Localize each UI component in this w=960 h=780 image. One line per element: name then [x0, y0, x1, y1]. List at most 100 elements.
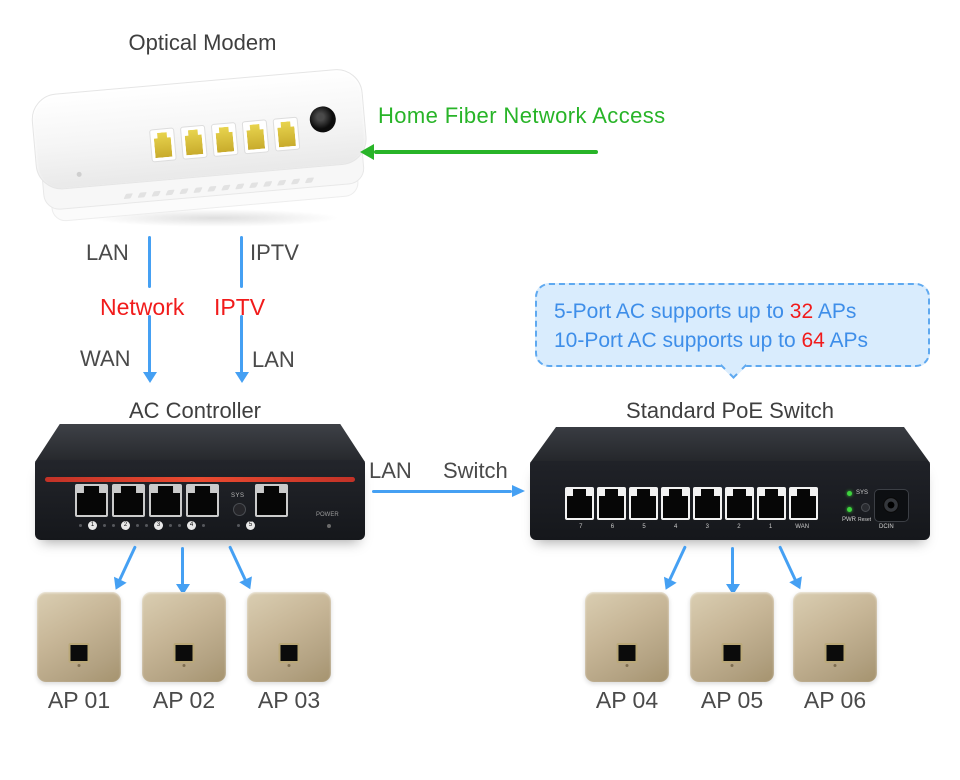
rj45-pin: [695, 489, 720, 518]
vent: [263, 181, 273, 187]
port-number: 3: [705, 524, 709, 530]
ap-port: [173, 643, 195, 664]
sys-led: [847, 491, 852, 496]
ap-03-label: AP 03: [257, 687, 321, 713]
led-dot: [112, 524, 115, 527]
power-led: [327, 524, 331, 528]
optical-modem-title: Optical Modem: [128, 30, 277, 55]
rj45-port: [149, 127, 177, 163]
ap-06-image: [793, 592, 877, 682]
poe-switch-image: 7 6 5 4 3 2 1 WAN SYS PWR Reset DCIN: [530, 427, 930, 540]
iptv-link-line-top: [240, 236, 243, 288]
lan-link-line-top: [148, 236, 151, 288]
vent: [221, 184, 231, 191]
rj45-port: [75, 484, 108, 517]
port-number: 4: [674, 524, 678, 530]
rj45-pin: [631, 489, 656, 518]
reset-label: Reset: [858, 517, 872, 523]
rj45-pin: [77, 486, 106, 515]
rj45-port: [210, 122, 239, 158]
callout-line2-suffix: APs: [824, 329, 869, 352]
callout-line1-prefix: 5-Port AC supports up to: [554, 300, 790, 323]
ap-05-image: [690, 592, 774, 682]
port-number-badge: 1: [88, 521, 97, 530]
rj45-port: [241, 119, 270, 155]
ap-04-label: AP 04: [595, 687, 659, 713]
vent: [179, 188, 189, 195]
ap-led: [833, 664, 837, 667]
lan-to-wan-arrow: [142, 315, 157, 383]
port-number-badge: 3: [154, 521, 163, 530]
rj45-port-uplink: [255, 484, 288, 517]
port-number-badge: 2: [121, 521, 130, 530]
callout-line-1: 5-Port AC supports up to 32 APs: [554, 297, 928, 326]
led-row: 1 2 3 4 5: [79, 521, 255, 530]
ap-led: [730, 664, 734, 667]
pwr-led-label: PWR: [842, 517, 856, 523]
dcin-pin: [883, 497, 899, 513]
callout-line2-value: 64: [801, 329, 825, 352]
ap-led: [182, 664, 186, 667]
optical-modem-image: [29, 66, 370, 227]
led-dot: [103, 524, 106, 527]
led-dot: [237, 524, 240, 527]
rj45-pin: [599, 489, 624, 518]
poe-switch-top-face: [530, 427, 930, 463]
power-label: POWER: [316, 512, 339, 518]
rj45-pin: [153, 132, 172, 158]
rj45-pin: [257, 486, 286, 515]
rj45-port: [112, 484, 145, 517]
ac-controller-front-face: SYS POWER 1 2 3 4 5: [35, 460, 365, 540]
rj45-port: [597, 487, 626, 520]
capacity-callout: 5-Port AC supports up to 32 APs 10-Port …: [535, 283, 930, 379]
sys-led-label: SYS: [856, 490, 869, 496]
ap-02-image: [142, 592, 226, 682]
modem-body: [29, 61, 376, 240]
rj45-port: [661, 487, 690, 520]
link-lan-label: LAN: [369, 458, 412, 483]
vent: [276, 179, 287, 186]
sys-label: SYS: [231, 493, 245, 499]
rj45-port: [272, 116, 301, 152]
callout-line1-suffix: APs: [813, 300, 857, 323]
ap-led: [625, 664, 629, 667]
ap-06-label: AP 06: [803, 687, 867, 713]
rj45-pin: [246, 124, 265, 150]
switch-to-ap5-arrow: [725, 547, 740, 595]
ap-led: [287, 664, 291, 667]
iptv-to-lan-arrow: [234, 315, 249, 383]
rj45-pin: [663, 489, 688, 518]
reset-button: [861, 503, 870, 512]
led-dot: [145, 524, 148, 527]
port-number-badge: 4: [187, 521, 196, 530]
rj45-pin: [184, 129, 203, 155]
poe-switch-front-face: 7 6 5 4 3 2 1 WAN SYS PWR Reset DCIN: [530, 461, 930, 540]
port-number-badge: 5: [246, 521, 255, 530]
callout-tail: [719, 352, 747, 379]
red-stripe: [45, 477, 355, 482]
led-dot: [136, 524, 139, 527]
controller-to-ap1-arrow: [118, 545, 137, 582]
modem-lan-label: LAN: [86, 240, 129, 265]
rj45-port: [186, 484, 219, 517]
rj45-pin: [567, 489, 592, 518]
rj45-port: [565, 487, 594, 520]
ap-05-label: AP 05: [700, 687, 764, 713]
controller-to-ap2-arrow: [175, 547, 190, 595]
modem-iptv-label: IPTV: [250, 240, 299, 265]
rj45-port: [629, 487, 658, 520]
dcin-jack: [874, 489, 909, 522]
vent: [207, 185, 217, 192]
port-number: WAN: [795, 524, 810, 530]
vent: [235, 183, 245, 190]
network-stream-label: Network: [100, 294, 185, 320]
led-dot: [79, 524, 82, 527]
vent: [137, 192, 147, 198]
led-dot: [169, 524, 172, 527]
pwr-led: [847, 507, 852, 512]
rj45-port: [693, 487, 722, 520]
port-number: 2: [737, 524, 741, 530]
ap-02-label: AP 02: [152, 687, 216, 713]
sys-button: [233, 503, 246, 516]
rj45-pin: [727, 489, 752, 518]
